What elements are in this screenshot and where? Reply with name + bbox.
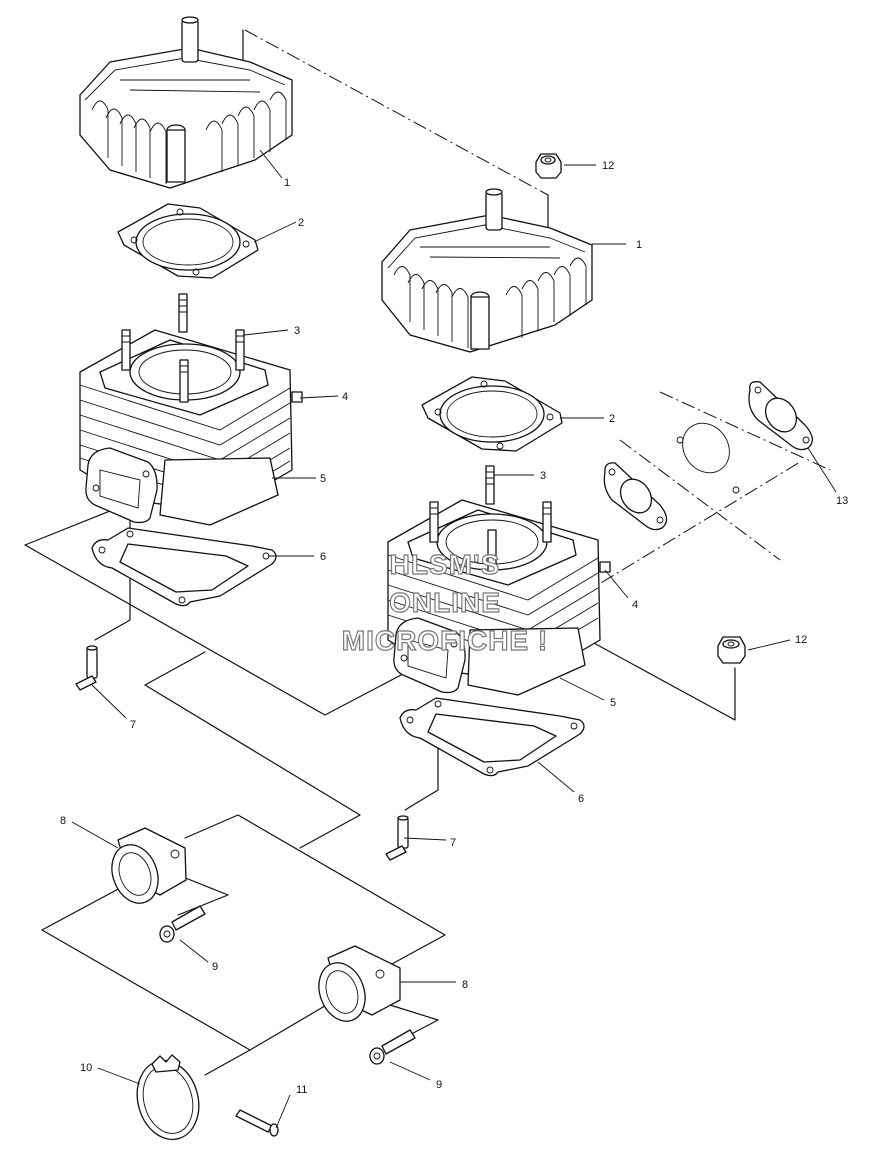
callout-2-left: 2 xyxy=(298,217,304,229)
bleed-fitting-left xyxy=(291,391,303,403)
callout-4-left: 4 xyxy=(342,391,348,403)
callout-13: 13 xyxy=(836,495,848,507)
watermark-line-2: ONLINE xyxy=(389,586,501,618)
callout-3-left: 3 xyxy=(294,325,300,337)
flange-nut-right xyxy=(717,636,746,664)
cylinder-stud-left xyxy=(121,293,245,403)
flange-nut-top xyxy=(535,153,562,179)
callout-12-right: 12 xyxy=(795,634,807,646)
bleed-fitting-right xyxy=(599,561,611,573)
leader-lines xyxy=(71,149,837,1129)
callout-3-right: 3 xyxy=(540,470,546,482)
callout-7-right: 7 xyxy=(450,837,456,849)
watermark-line-1: HLSM'S xyxy=(389,548,501,580)
cap-screw-right xyxy=(369,1029,416,1065)
cylinder-right xyxy=(387,499,601,696)
callout-2-right: 2 xyxy=(609,413,615,425)
callout-5-left: 5 xyxy=(320,473,326,485)
callout-4-right: 4 xyxy=(632,599,638,611)
watermark-line-3: MICROFICHE ! xyxy=(341,624,549,656)
callout-6-right: 6 xyxy=(578,793,584,805)
callout-10: 10 xyxy=(80,1062,92,1074)
callout-8-right: 8 xyxy=(462,979,468,991)
cylinder-head-left xyxy=(79,16,293,189)
callout-8-left: 8 xyxy=(60,815,66,827)
callout-9-right: 9 xyxy=(436,1079,442,1091)
callout-6-left: 6 xyxy=(320,551,326,563)
callout-labels: 1 2 3 4 5 6 7 12 1 2 3 4 13 12 5 6 7 8 9… xyxy=(60,160,848,1096)
head-gasket-left xyxy=(117,203,259,279)
callout-12-top: 12 xyxy=(602,160,614,172)
callout-9-left: 9 xyxy=(212,961,218,973)
callout-11: 11 xyxy=(296,1084,307,1096)
callout-1-left: 1 xyxy=(284,177,290,189)
base-gasket-left xyxy=(91,527,277,607)
exhaust-gasket-mid xyxy=(676,422,740,494)
cylinder-stud-right xyxy=(429,465,552,573)
cap-screw-left xyxy=(159,905,206,943)
exhaust-gasket-front xyxy=(603,462,668,531)
impulse-fitting-right xyxy=(385,815,409,861)
base-gasket-right xyxy=(399,697,585,777)
cylinder-left xyxy=(79,329,293,526)
callout-1-right: 1 xyxy=(636,239,642,251)
impulse-fitting-left xyxy=(75,645,98,691)
exhaust-gasket-rear xyxy=(748,381,813,451)
cylinder-head-right xyxy=(381,188,593,353)
callout-5-right: 5 xyxy=(610,697,616,709)
intake-flange-left xyxy=(111,827,187,904)
callout-7-left: 7 xyxy=(130,719,136,731)
head-gasket-right xyxy=(421,376,563,452)
hose-clamp xyxy=(136,1054,200,1141)
clamp-screw xyxy=(235,1109,279,1137)
intake-flange-right xyxy=(318,945,401,1022)
